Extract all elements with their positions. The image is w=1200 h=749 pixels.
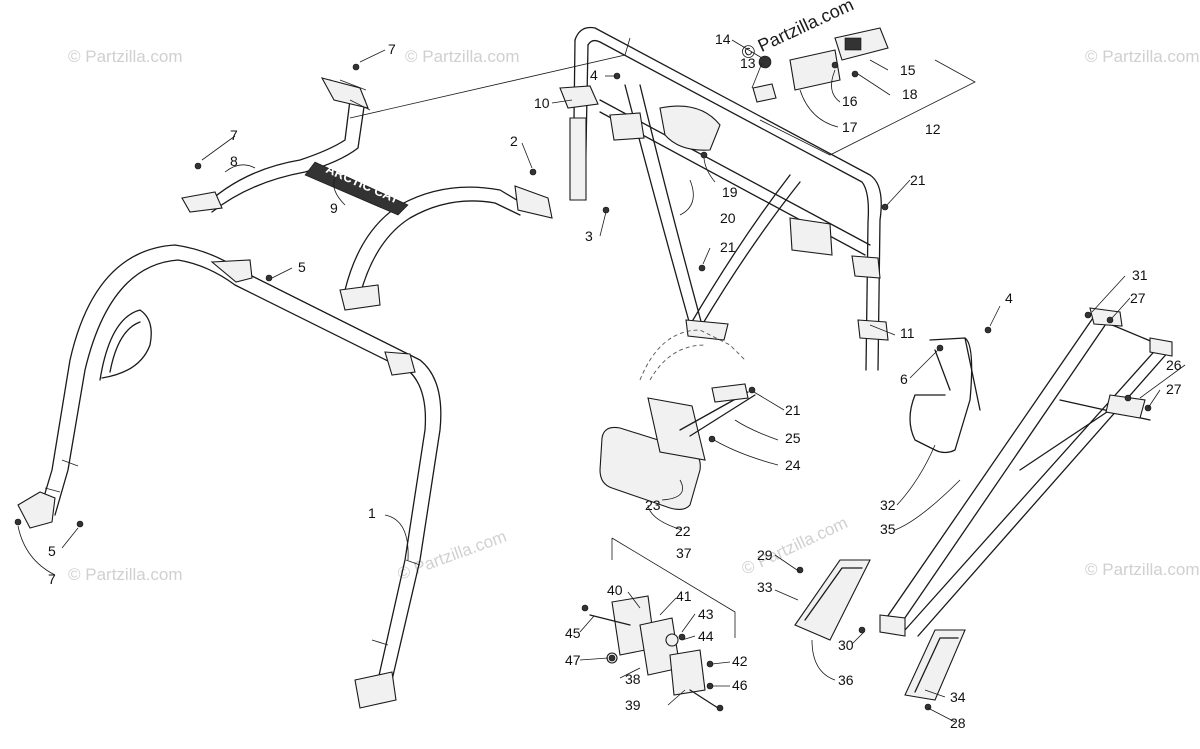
callout-22: 22 xyxy=(675,523,691,539)
callout-34: 34 xyxy=(950,689,966,705)
callout-7: 7 xyxy=(388,41,396,57)
callout-19: 19 xyxy=(722,184,738,200)
callout-21: 21 xyxy=(910,172,926,188)
callout-45: 45 xyxy=(565,625,581,641)
callout-32: 32 xyxy=(880,497,896,513)
callout-30: 30 xyxy=(838,637,854,653)
callout-15: 15 xyxy=(900,62,916,78)
callout-14: 14 xyxy=(715,31,731,47)
callout-23: 23 xyxy=(645,497,661,513)
callout-11: 11 xyxy=(900,325,915,341)
callout-5: 5 xyxy=(48,543,56,559)
callouts: 1 2 3 4 4 5 5 6 7 7 7 8 9 10 11 12 13 14… xyxy=(48,31,1182,731)
callout-38: 38 xyxy=(625,671,641,687)
watermark: © Partzilla.com xyxy=(405,47,520,66)
callout-40: 40 xyxy=(607,582,623,598)
callout-2: 2 xyxy=(510,133,518,149)
callout-8: 8 xyxy=(230,153,238,169)
watermark: © Partzilla.com xyxy=(68,47,183,66)
leader-lines xyxy=(17,39,1186,723)
callout-28: 28 xyxy=(950,715,966,731)
callout-39: 39 xyxy=(625,697,641,713)
callout-31: 31 xyxy=(1132,267,1148,283)
callout-47: 47 xyxy=(565,652,581,668)
callout-4: 4 xyxy=(590,67,598,83)
callout-41: 41 xyxy=(676,588,692,604)
callout-7: 7 xyxy=(230,127,238,143)
watermark: © Partzilla.com xyxy=(1085,47,1200,66)
callout-29: 29 xyxy=(757,547,773,563)
callout-4: 4 xyxy=(1005,290,1013,306)
callout-43: 43 xyxy=(698,606,714,622)
callout-1: 1 xyxy=(368,505,376,521)
callout-37: 37 xyxy=(676,545,692,561)
rear-stays xyxy=(879,307,1173,637)
callout-21: 21 xyxy=(785,402,801,418)
callout-20: 20 xyxy=(720,210,736,226)
callout-5: 5 xyxy=(298,259,306,275)
callout-42: 42 xyxy=(732,653,748,669)
callout-16: 16 xyxy=(842,93,858,109)
callout-13: 13 xyxy=(740,55,756,71)
callout-27: 27 xyxy=(1166,381,1182,397)
front-roll-bar xyxy=(17,244,442,709)
callout-18: 18 xyxy=(902,86,918,102)
callout-21: 21 xyxy=(720,239,736,255)
latch-assembly xyxy=(589,595,719,709)
callout-36: 36 xyxy=(838,672,854,688)
watermark: © Partzilla.com xyxy=(68,565,183,584)
callout-9: 9 xyxy=(330,200,338,216)
callout-27: 27 xyxy=(1130,290,1146,306)
callout-10: 10 xyxy=(534,95,550,111)
rear-cage xyxy=(559,26,889,381)
side-nets xyxy=(794,559,966,701)
grab-bar xyxy=(909,337,981,454)
callout-35: 35 xyxy=(880,521,896,537)
callout-24: 24 xyxy=(785,457,801,473)
watermarks: © Partzilla.com © Partzilla.com © Partzi… xyxy=(68,0,1200,584)
callout-7: 7 xyxy=(48,571,56,587)
mirror-assembly xyxy=(599,383,756,511)
callout-25: 25 xyxy=(785,430,801,446)
callout-46: 46 xyxy=(732,677,748,693)
callout-3: 3 xyxy=(585,228,593,244)
group-brackets xyxy=(349,37,976,638)
watermark: © Partzilla.com xyxy=(1085,560,1200,579)
callout-17: 17 xyxy=(842,119,858,135)
callout-12: 12 xyxy=(925,121,941,137)
light-assembly xyxy=(752,27,889,103)
callout-44: 44 xyxy=(698,628,714,644)
callout-26: 26 xyxy=(1166,357,1182,373)
watermark: © Partzilla.com xyxy=(395,527,509,584)
callout-33: 33 xyxy=(757,579,773,595)
callout-6: 6 xyxy=(900,371,908,387)
